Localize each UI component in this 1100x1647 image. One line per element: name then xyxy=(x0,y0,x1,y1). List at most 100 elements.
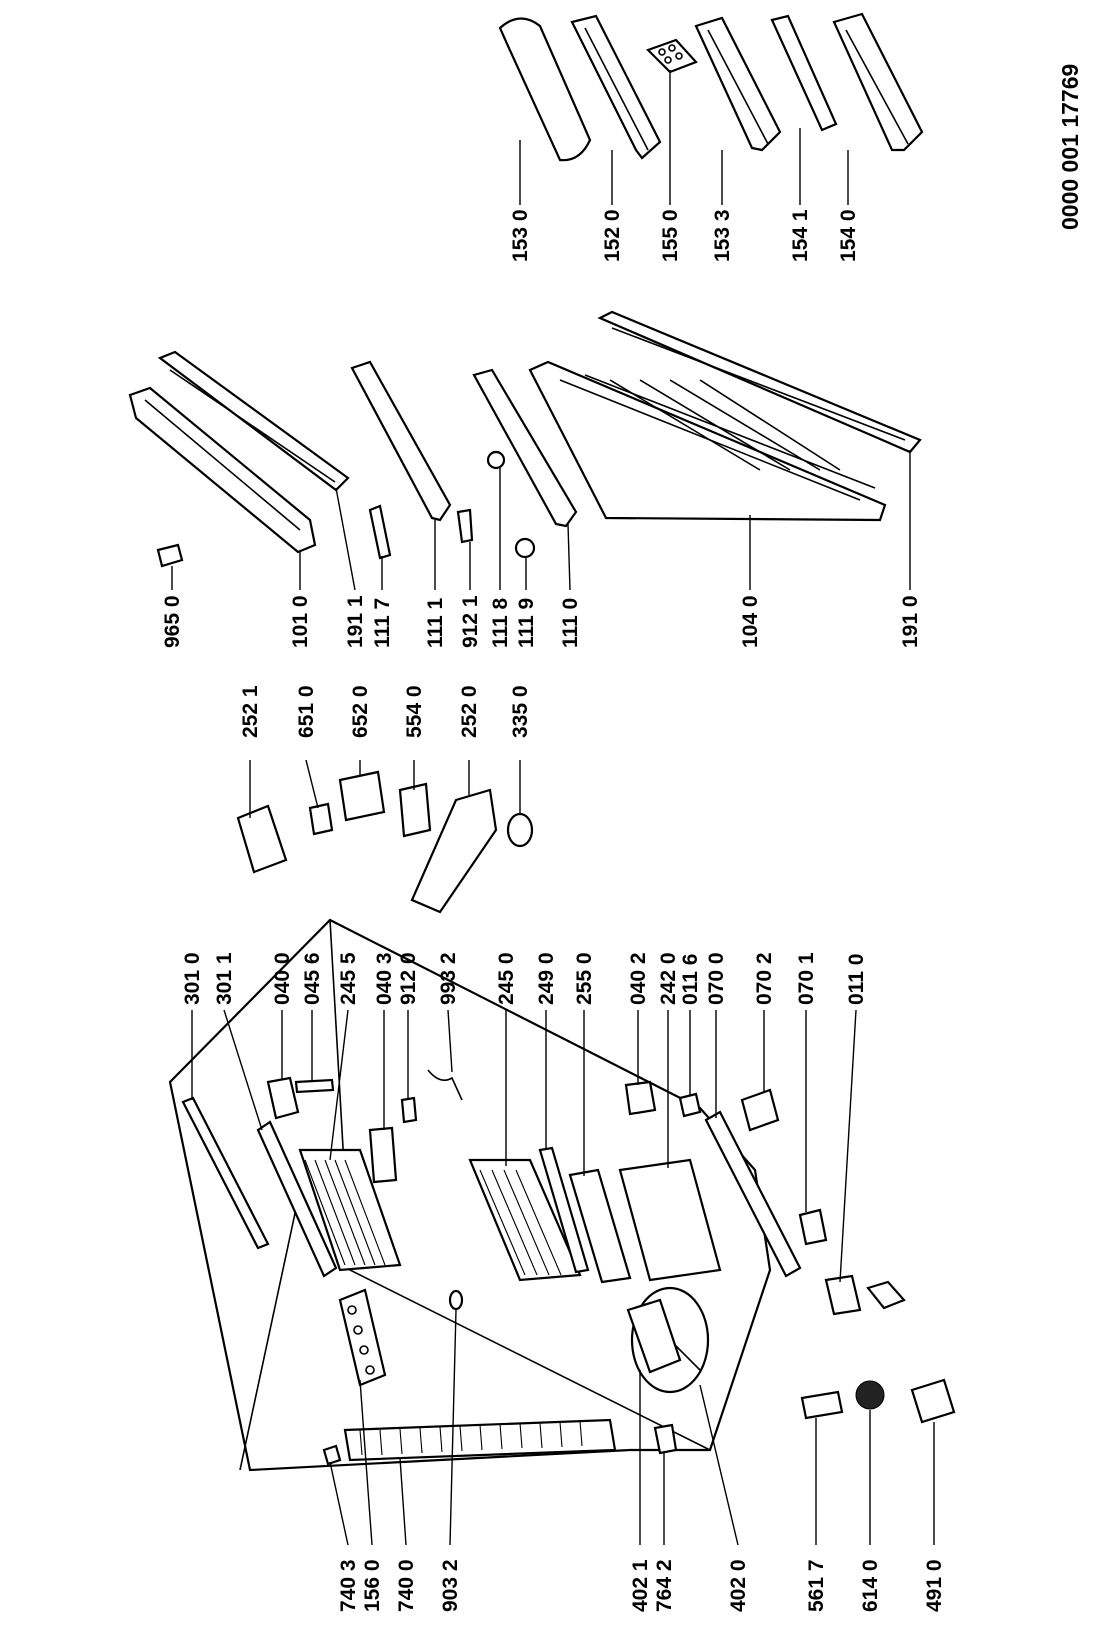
thermostat-554-0 xyxy=(398,782,432,838)
foot-011-0b xyxy=(866,1280,906,1310)
label-651-0: 651 0 xyxy=(295,685,318,738)
label-111-9: 111 9 xyxy=(515,598,538,648)
screw-912-0 xyxy=(400,1096,418,1124)
socket-652-0 xyxy=(338,770,386,822)
shelves-245-0 xyxy=(468,1158,582,1282)
knob-965-0 xyxy=(156,543,184,568)
door-shelves xyxy=(498,12,924,162)
shelf-154-1 xyxy=(770,14,838,132)
label-191-0: 191 0 xyxy=(899,595,922,648)
label-242-0: 242 0 xyxy=(657,952,680,1005)
label-252-0: 252 0 xyxy=(458,685,481,738)
housing-252-0 xyxy=(410,788,498,914)
cap-111-9 xyxy=(514,537,536,559)
label-011-0: 011 0 xyxy=(845,954,868,1005)
condenser-156-0 xyxy=(338,1288,387,1387)
label-301-1: 301 1 xyxy=(213,952,236,1005)
label-993-2: 993 2 xyxy=(437,952,460,1005)
label-255-0: 255 0 xyxy=(573,952,596,1005)
shelf-153-0 xyxy=(498,17,592,162)
label-740-0: 740 0 xyxy=(395,1559,418,1612)
strip-111-7 xyxy=(368,504,392,560)
egg-tray-155-0 xyxy=(645,38,698,74)
trim-301-1 xyxy=(256,1120,338,1278)
cabinet-body xyxy=(168,918,772,1472)
label-040-2: 040 2 xyxy=(627,952,650,1005)
cap-111-8 xyxy=(486,450,506,470)
label-335-0: 335 0 xyxy=(509,685,532,738)
foot-011-6 xyxy=(678,1092,702,1118)
label-252-1: 252 1 xyxy=(239,685,262,738)
foot-011-0 xyxy=(824,1274,862,1316)
document-number: 0000 001 17769 xyxy=(1057,64,1083,230)
label-965-0: 965 0 xyxy=(161,595,184,648)
label-402-0: 402 0 xyxy=(727,1559,750,1612)
gasket-191-0 xyxy=(597,310,922,454)
label-740-3: 740 3 xyxy=(337,1559,360,1612)
label-040-0: 040 0 xyxy=(271,952,294,1005)
door-trims xyxy=(350,360,578,560)
label-156-0: 156 0 xyxy=(361,1559,384,1612)
label-070-0: 070 0 xyxy=(705,952,728,1005)
label-154-0: 154 0 xyxy=(837,209,860,262)
plug-903-2 xyxy=(448,1289,464,1311)
label-245-5: 245 5 xyxy=(337,952,360,1005)
label-614-0: 614 0 xyxy=(859,1559,882,1612)
cabinet xyxy=(168,918,802,1472)
crisper-242-0 xyxy=(618,1158,722,1282)
label-491-0: 491 0 xyxy=(923,1559,946,1612)
label-155-0: 155 0 xyxy=(659,209,682,262)
box-491-0 xyxy=(910,1378,956,1424)
knob-335-0 xyxy=(506,812,534,848)
label-561-7: 561 7 xyxy=(805,1559,828,1612)
trim-111-0 xyxy=(472,368,578,528)
shelf-249-0 xyxy=(538,1146,590,1274)
label-245-0: 245 0 xyxy=(495,952,518,1005)
shelf-255-0 xyxy=(568,1168,632,1284)
label-070-1: 070 1 xyxy=(795,952,818,1005)
label-402-1: 402 1 xyxy=(629,1559,652,1612)
label-764-2: 764 2 xyxy=(653,1559,676,1612)
freezer-door xyxy=(128,350,350,568)
cable-993-2 xyxy=(427,1069,463,1101)
part-labels: 153 0 152 0 155 0 153 3 154 1 154 0 965 … xyxy=(161,209,946,1612)
label-191-1: 191 1 xyxy=(344,595,367,648)
label-152-0: 152 0 xyxy=(601,209,624,262)
label-111-8: 111 8 xyxy=(489,597,512,648)
label-070-2: 070 2 xyxy=(753,952,776,1005)
hinge-040-2 xyxy=(624,1080,657,1116)
label-249-0: 249 0 xyxy=(535,952,558,1005)
back-grid-740-0 xyxy=(343,1418,617,1462)
evaporator-245-5 xyxy=(298,1148,402,1272)
relay-614-0 xyxy=(855,1380,885,1410)
pin-045-6 xyxy=(294,1078,335,1094)
label-903-2: 903 2 xyxy=(439,1559,462,1612)
bracket-070-2 xyxy=(740,1088,780,1132)
door-101-0 xyxy=(128,386,317,554)
label-153-3: 153 3 xyxy=(711,209,734,262)
cover-070-1 xyxy=(798,1208,828,1246)
clip-740-3 xyxy=(322,1444,342,1466)
label-104-0: 104 0 xyxy=(739,595,762,648)
main-door xyxy=(528,310,922,522)
label-111-0: 111 0 xyxy=(559,598,582,648)
trim-111-1 xyxy=(350,360,452,522)
label-111-7: 111 7 xyxy=(371,598,394,648)
label-153-0: 153 0 xyxy=(509,209,532,262)
leader-lines xyxy=(171,70,935,1546)
label-111-1: 111 1 xyxy=(424,597,447,648)
label-154-1: 154 1 xyxy=(789,209,812,262)
door-104-0 xyxy=(528,360,887,522)
capacitor-764-2 xyxy=(653,1423,678,1455)
gasket-191-1 xyxy=(157,350,350,492)
label-101-0: 101 0 xyxy=(289,595,312,648)
label-554-0: 554 0 xyxy=(403,685,426,738)
shelf-153-3 xyxy=(694,16,782,152)
lamp-651-0 xyxy=(308,802,334,836)
label-011-6: 011 6 xyxy=(679,954,702,1005)
relay-402-1 xyxy=(626,1298,682,1374)
label-652-0: 652 0 xyxy=(349,685,372,738)
sensor-561-7 xyxy=(800,1390,844,1420)
label-912-1: 912 1 xyxy=(459,595,482,648)
